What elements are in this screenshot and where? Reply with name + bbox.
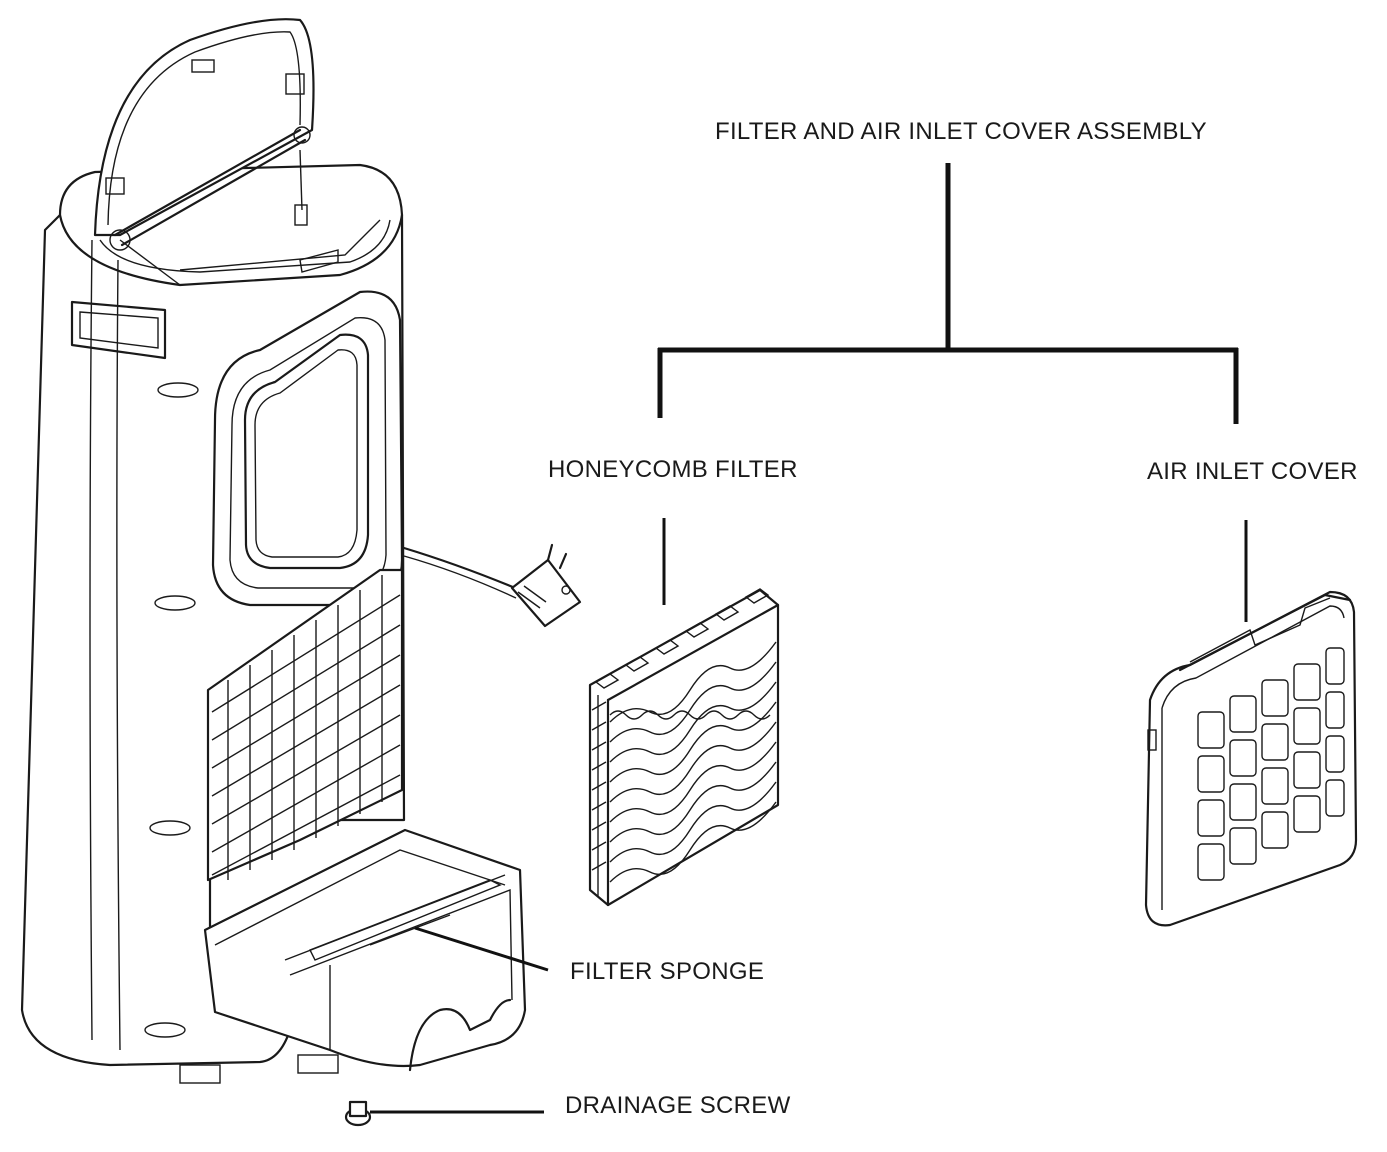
air-inlet-cover — [1144, 590, 1358, 927]
filter-sponge-label: FILTER SPONGE — [570, 958, 765, 985]
rear-grille — [206, 568, 404, 882]
power-cord — [402, 543, 582, 628]
air-inlet-cover-label: AIR INLET COVER — [1147, 458, 1358, 485]
front-window — [211, 290, 404, 607]
assembly-label: FILTER AND AIR INLET COVER ASSEMBLY — [715, 118, 1207, 145]
honeycomb-filter-label: HONEYCOMB FILTER — [548, 456, 798, 483]
sponge-leader — [414, 926, 549, 972]
honeycomb-filter — [588, 588, 780, 907]
top-lid — [93, 18, 339, 273]
water-tank-drawer — [203, 828, 527, 1072]
inlet-grid — [1197, 647, 1345, 881]
drainage-screw-label: DRAINAGE SCREW — [565, 1092, 791, 1119]
honeycomb-waves — [589, 641, 777, 897]
assembly-tree-lines — [657, 163, 1239, 424]
drainage-screw — [344, 1100, 372, 1127]
honeycomb-top-teeth — [594, 588, 770, 689]
